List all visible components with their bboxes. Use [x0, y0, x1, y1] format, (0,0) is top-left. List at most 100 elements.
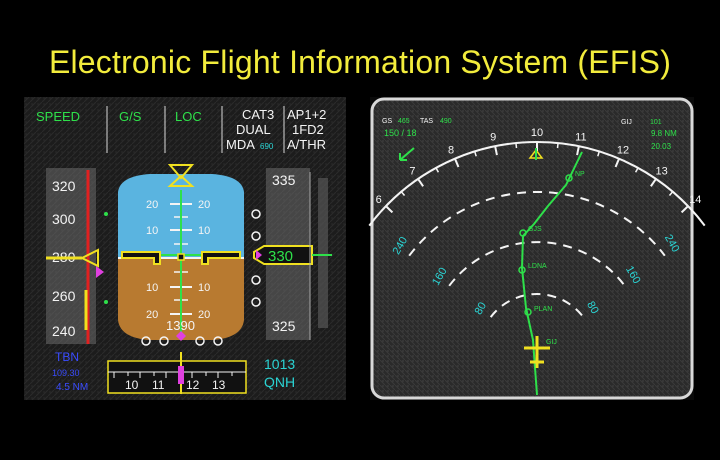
fma-ap: AP1+2	[287, 107, 326, 122]
wind-value: 150 / 18	[384, 128, 417, 138]
attitude-indicator: 20 20 10 10 10 10 20 20 1390	[104, 164, 261, 346]
compass-tick	[614, 158, 620, 168]
compass-minor-tick	[400, 191, 406, 197]
compass-tick	[680, 205, 689, 214]
loc-deviation-diamond	[176, 331, 186, 341]
flight-mode-annunciator: SPEED G/S LOC CAT3 DUAL MDA 690 AP1+2 1F…	[36, 106, 326, 153]
target-speed-marker	[96, 266, 104, 278]
fma-mda: MDA	[226, 137, 255, 152]
altitude-window	[253, 245, 313, 265]
glideslope-diamond	[256, 250, 262, 260]
altitude-tape: 335 330 325	[253, 168, 332, 340]
range-ring	[448, 241, 626, 287]
compass-tick	[385, 205, 394, 214]
pitch-label: 20	[198, 199, 210, 211]
ils-frequency: 109.30	[52, 368, 80, 378]
compass-label: 6	[376, 194, 382, 206]
waypoint-label: PLAN	[534, 306, 552, 313]
alt-tick-top: 335	[272, 172, 296, 188]
compass-tick	[494, 146, 498, 156]
vertical-speed-scale	[318, 178, 328, 328]
gs-value: 465	[398, 118, 410, 125]
heading-tick: 12	[186, 378, 200, 392]
aircraft-symbol-right	[201, 251, 241, 265]
pitch-label: 20	[146, 309, 158, 321]
aircraft-symbol-left	[121, 251, 161, 265]
waypoint-id: GIJ	[621, 119, 632, 126]
range-ring	[489, 293, 585, 318]
heading-tape: 10 11 12 13	[107, 352, 247, 394]
fma-speed: SPEED	[36, 109, 80, 124]
compass-label: 7	[409, 166, 415, 178]
compass-tick	[650, 178, 657, 187]
compass-tick	[576, 146, 580, 156]
fma-cat: CAT3	[242, 107, 274, 122]
compass-minor-tick	[634, 167, 639, 173]
speed-tick: 320	[52, 178, 76, 194]
fma-dual: DUAL	[236, 122, 271, 137]
compass-label: 12	[617, 144, 629, 156]
pitch-label: 10	[198, 282, 210, 294]
radio-altitude: 1390	[166, 318, 195, 333]
fma-athr: A/THR	[287, 137, 326, 152]
nd-bezel	[370, 97, 694, 400]
baro-unit: QNH	[264, 374, 295, 390]
baro-setting: 1013	[264, 356, 295, 372]
deviation-scale	[141, 209, 261, 346]
waypoint-label: GIJ	[546, 339, 557, 346]
compass-label: 10	[531, 127, 543, 139]
heading-tick: 10	[125, 378, 139, 392]
compass-label: 8	[448, 144, 454, 156]
waypoint-time: 20.03	[651, 142, 672, 151]
compass-minor-tick	[597, 151, 600, 157]
compass-label: 11	[575, 131, 586, 143]
navigation-display: GS 465 TAS 490 150 / 18 GIJ 101 9.8 NM 2…	[368, 97, 706, 400]
range-ring	[408, 191, 666, 257]
pitch-label: 10	[198, 225, 210, 237]
compass-minor-tick	[435, 167, 440, 173]
alt-tick-bottom: 325	[272, 318, 296, 334]
page-title: Electronic Flight Information System (EF…	[48, 44, 672, 80]
range-arcs	[408, 191, 666, 318]
waypoint-distance: 9.8 NM	[651, 129, 677, 138]
selected-heading-marker	[178, 366, 184, 384]
own-aircraft-icon	[524, 336, 550, 368]
compass-minor-tick	[668, 191, 674, 197]
compass-label: 14	[689, 194, 701, 206]
speed-pointer	[79, 248, 99, 268]
compass-label: 9	[490, 131, 496, 143]
fma-mda-value: 690	[260, 142, 274, 151]
speed-tape: 320 300 280 260 240	[46, 168, 104, 344]
nd-top-right-data: GIJ 101 9.8 NM 20.03	[621, 119, 677, 151]
fma-loc: LOC	[175, 109, 202, 124]
compass-minor-tick	[556, 142, 559, 149]
pitch-label: 20	[198, 309, 210, 321]
fma-fd: 1FD2	[292, 122, 324, 137]
compass-tick	[417, 178, 424, 187]
waypoint-label: LDNA	[528, 263, 547, 270]
speed-tick: 300	[52, 211, 76, 227]
tas-value: 490	[440, 118, 452, 125]
heading-tick: 11	[152, 378, 165, 392]
waypoint-label: NP	[575, 171, 585, 178]
waypoint-label: GJS	[528, 226, 542, 233]
wind-arrow-icon	[399, 147, 415, 161]
compass-label: 13	[655, 166, 667, 178]
pitch-label: 10	[146, 282, 158, 294]
range-label: 80	[473, 300, 490, 317]
compass-minor-tick	[474, 151, 477, 157]
range-label: 80	[584, 299, 601, 316]
compass-arc: 6 7 8 9 10 11 12 13 14	[368, 127, 706, 227]
bank-pointer	[167, 164, 195, 187]
speed-tick: 240	[52, 323, 76, 339]
nd-top-left-data: GS 465 TAS 490 150 / 18	[382, 118, 452, 161]
flight-plan-route: NP GJS LDNA PLAN GIJ	[518, 148, 585, 396]
compass-tick	[454, 158, 460, 168]
ils-ident: TBN	[55, 350, 79, 364]
pitch-label: 20	[146, 199, 158, 211]
waypoint-bearing: 101	[650, 119, 662, 126]
tas-label: TAS	[420, 118, 433, 125]
speed-tick: 260	[52, 288, 76, 304]
alt-current: 330	[268, 248, 293, 265]
